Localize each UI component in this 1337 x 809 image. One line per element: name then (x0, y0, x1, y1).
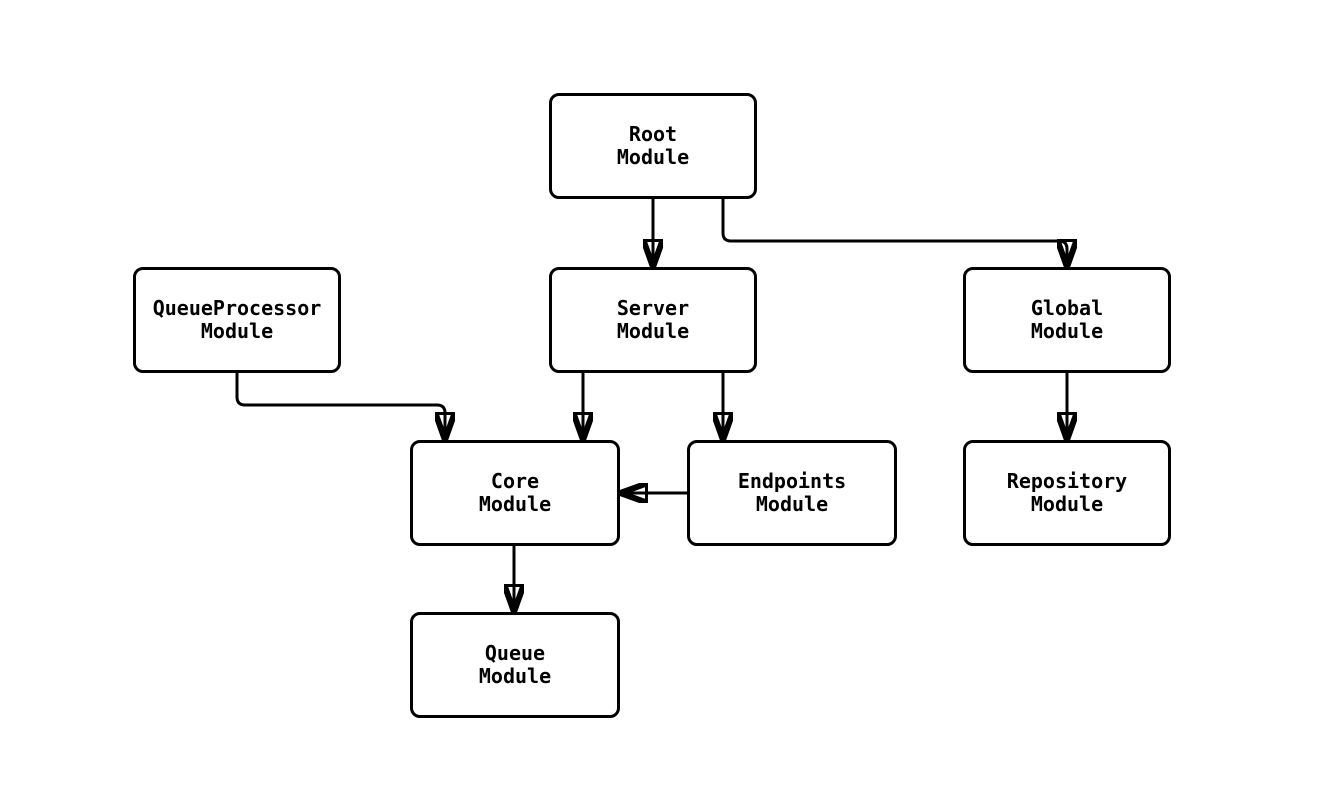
node-repository-module: Repository Module (963, 440, 1171, 546)
node-label-line1: Repository (1006, 469, 1128, 493)
node-core-module: Core Module (410, 440, 620, 546)
node-label-line2: Module (616, 145, 690, 169)
node-label-line1: Endpoints (737, 469, 847, 493)
node-label-line2: Module (478, 492, 552, 516)
node-label-line2: Module (1030, 492, 1104, 516)
node-label-line2: Module (200, 319, 274, 343)
node-label-line2: Module (755, 492, 829, 516)
node-label-line2: Module (616, 319, 690, 343)
node-endpoints-module: Endpoints Module (687, 440, 897, 546)
node-server-module: Server Module (549, 267, 757, 373)
node-label-line1: Root (628, 122, 678, 146)
node-label-line1: QueueProcessor (152, 296, 322, 320)
node-label-line1: Global (1030, 296, 1104, 320)
node-root-module: Root Module (549, 93, 757, 199)
node-label-line2: Module (1030, 319, 1104, 343)
node-global-module: Global Module (963, 267, 1171, 373)
node-label-line1: Server (616, 296, 690, 320)
node-queueprocessor-module: QueueProcessor Module (133, 267, 341, 373)
node-queue-module: Queue Module (410, 612, 620, 718)
edge-root-to-global (721, 199, 1067, 263)
node-label-line1: Queue (484, 641, 546, 665)
node-label-line2: Module (478, 664, 552, 688)
edge-queueprocessor-to-core (235, 373, 445, 436)
node-label-line1: Core (490, 469, 540, 493)
